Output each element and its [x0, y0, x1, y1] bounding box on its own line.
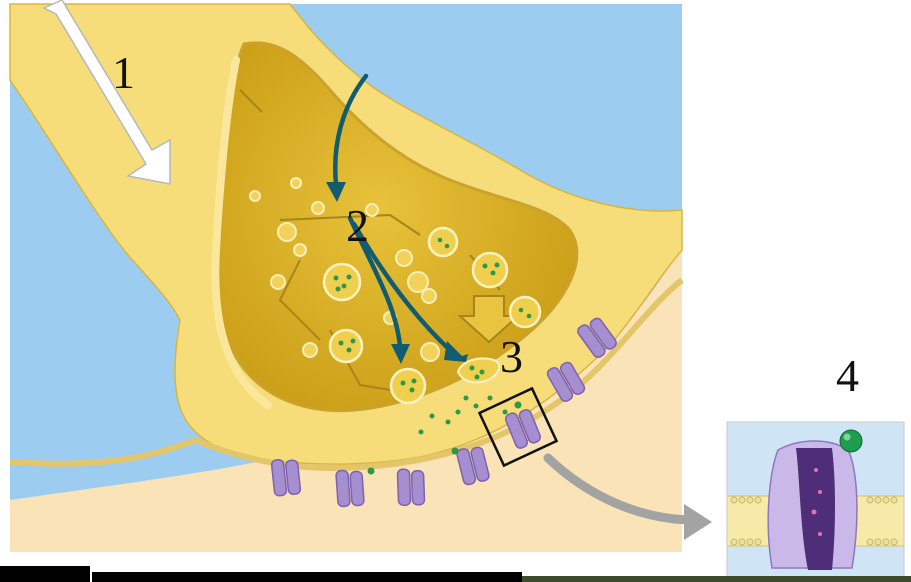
neurotransmitter-molecule: [840, 430, 862, 452]
bottom-strip-center: [92, 572, 522, 582]
step-1-label: 1: [112, 50, 135, 96]
bottom-strip-left: [0, 566, 90, 582]
receptor-inset: [727, 422, 904, 577]
step-2-label: 2: [346, 203, 369, 249]
step-3-label: 3: [500, 334, 523, 380]
zoom-arrowhead: [684, 504, 712, 540]
bottom-strip-right: [522, 576, 911, 582]
step-4-label: 4: [836, 353, 859, 399]
